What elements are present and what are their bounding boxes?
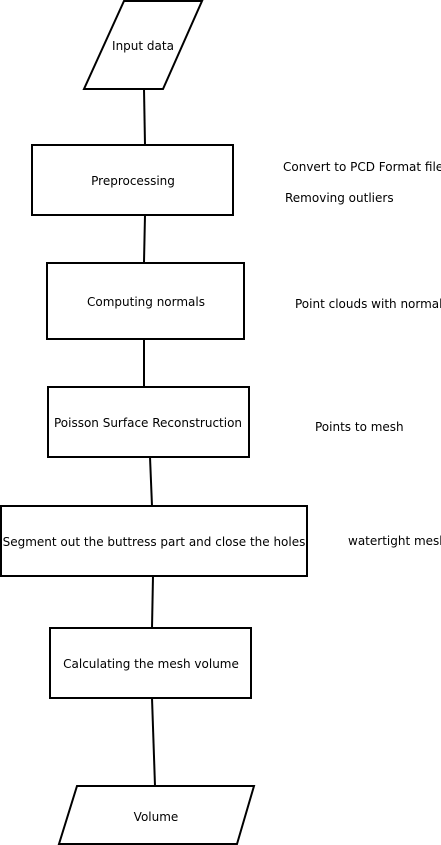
node-input-data: Input data (82, 0, 204, 90)
connector-volume-calc-output (151, 697, 156, 787)
annotation-convert-pcd: Convert to PCD Format file. (283, 160, 441, 174)
input-data-label: Input data (112, 39, 174, 53)
poisson-reconstruction-box (47, 386, 250, 458)
node-computing-normals: Computing normals (46, 262, 245, 340)
node-poisson-reconstruction: Poisson Surface Reconstruction (47, 386, 250, 458)
segment-buttress-label: Segment out the buttress part and close … (3, 535, 306, 549)
node-calculating-volume: Calculating the mesh volume (49, 627, 252, 699)
annotation-points-to-mesh: Points to mesh (315, 420, 404, 434)
connector-poisson-segment (149, 456, 153, 507)
computing-normals-box (46, 262, 245, 340)
annotation-watertight-mesh: watertight mesh (348, 534, 441, 548)
connector-segment-volume-calc (151, 575, 154, 629)
connector-preprocessing-normals (143, 214, 146, 263)
annotation-removing-outliers: Removing outliers (285, 191, 394, 205)
poisson-reconstruction-label: Poisson Surface Reconstruction (54, 416, 242, 430)
node-volume-output: Volume (57, 785, 256, 845)
segment-buttress-box (0, 505, 308, 577)
preprocessing-box (31, 144, 234, 216)
preprocessing-label: Preprocessing (91, 174, 175, 188)
connector-input-preprocessing (143, 88, 146, 146)
volume-output-label: Volume (134, 810, 179, 824)
node-preprocessing: Preprocessing (31, 144, 234, 216)
annotation-point-clouds-normals: Point clouds with normals (295, 297, 441, 311)
computing-normals-label: Computing normals (87, 295, 205, 309)
calculating-volume-label: Calculating the mesh volume (63, 657, 239, 671)
input-data-shape (82, 0, 204, 90)
node-segment-buttress: Segment out the buttress part and close … (0, 505, 308, 577)
volume-output-shape (57, 785, 256, 845)
calculating-volume-box (49, 627, 252, 699)
